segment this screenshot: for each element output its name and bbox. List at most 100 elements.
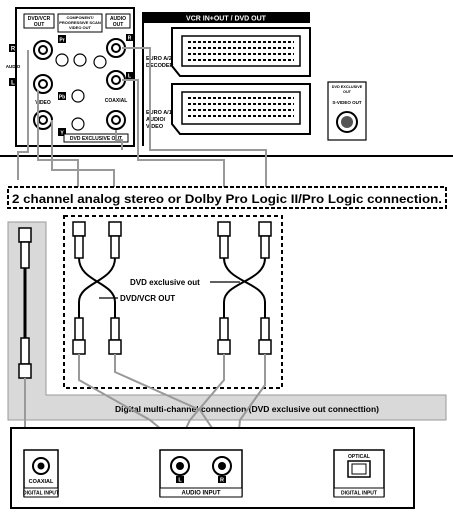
jack-center bbox=[218, 462, 226, 470]
coax-plug-bottom bbox=[18, 363, 32, 379]
rca-boot bbox=[219, 317, 229, 341]
audio-input-tag bbox=[159, 487, 243, 498]
audio-out-l-tag-text: L bbox=[128, 74, 131, 80]
pb-tag-text: Pb bbox=[59, 95, 65, 101]
rca-boot bbox=[219, 235, 229, 259]
cable-path bbox=[115, 130, 123, 150]
svideo-pins bbox=[341, 116, 353, 128]
optical-shutter bbox=[351, 463, 367, 475]
rca-boot bbox=[260, 235, 270, 259]
coaxial-cable bbox=[18, 227, 32, 379]
scart-header bbox=[143, 12, 310, 23]
analog-area bbox=[63, 215, 283, 389]
wire-segment bbox=[78, 302, 116, 318]
coax-plug-top bbox=[18, 227, 32, 243]
deck-coaxial-label: COAXIAL bbox=[105, 98, 128, 104]
deck-l-tag bbox=[9, 78, 17, 86]
receiver-r-tag-text: R bbox=[220, 478, 224, 484]
analog-banner-text: 2 channel analog stereo or Dolby Pro Log… bbox=[12, 192, 442, 206]
scart-header-text: VCR IN+OUT / DVD OUT bbox=[186, 16, 267, 23]
receiver-digital-input-label: DIGITAL INPUT bbox=[23, 491, 59, 497]
rca-plug bbox=[217, 221, 231, 237]
component-y-jack[interactable] bbox=[71, 117, 85, 131]
rca-plug bbox=[258, 339, 272, 355]
receiver-digital-input-2-label: DIGITAL INPUT bbox=[341, 491, 377, 497]
audio-out-l-tag bbox=[126, 72, 133, 79]
callout-dvd-vcr-out: DVD/VCR OUT bbox=[120, 294, 175, 303]
receiver-audio-input-label: AUDIO INPUT bbox=[182, 491, 221, 497]
audio-out-label-box bbox=[105, 13, 131, 29]
rca-plug bbox=[72, 221, 86, 237]
deck-l-tag-text: L bbox=[11, 81, 15, 87]
digital-input-tag-2 bbox=[333, 487, 385, 498]
cable-path bbox=[114, 354, 221, 441]
y-tag-text: Y bbox=[60, 131, 64, 137]
stereo-cable-right bbox=[217, 221, 272, 355]
jack-center bbox=[38, 45, 48, 55]
audio-out-r-tag bbox=[126, 34, 133, 41]
deck-audio-side-label: AUDIO bbox=[6, 64, 21, 69]
pb-tag bbox=[58, 92, 66, 100]
rca-plug bbox=[108, 221, 122, 237]
rca-plug bbox=[72, 339, 86, 355]
cable-path bbox=[122, 79, 225, 188]
crossed-wires bbox=[78, 257, 116, 303]
deck-r-tag-text: R bbox=[11, 47, 16, 53]
receiver-coaxial-label: COAXIAL bbox=[29, 479, 54, 485]
scart-a1-pin-rows bbox=[188, 97, 294, 117]
cable-path bbox=[51, 120, 115, 188]
dvd-vcr-out-label-box bbox=[23, 13, 55, 29]
digital-input-tag bbox=[23, 487, 59, 498]
receiver-optical-label: OPTICAL bbox=[348, 454, 370, 460]
jack-center bbox=[38, 115, 48, 125]
dvd-exclusive-label: DVD EXCLUSIVE OUT bbox=[70, 136, 122, 142]
rca-boot bbox=[74, 235, 84, 259]
audio-out-r-tag-text: R bbox=[128, 36, 132, 42]
rca-plug bbox=[217, 339, 231, 355]
rca-boot bbox=[74, 317, 84, 341]
jack-center bbox=[111, 115, 121, 125]
component-pb-jack[interactable] bbox=[71, 89, 85, 103]
deck-video-label: VIDEO bbox=[35, 100, 51, 106]
stereo-cable-left bbox=[72, 221, 122, 355]
cable-path bbox=[17, 50, 29, 180]
cable-path bbox=[37, 90, 79, 188]
receiver-l-tag-text: L bbox=[178, 478, 182, 484]
callout-dvd-exclusive-out: DVD exclusive out bbox=[130, 278, 200, 287]
receiver-r-tag bbox=[218, 476, 226, 483]
pr-tag bbox=[58, 35, 66, 43]
component-pr-jack[interactable] bbox=[55, 53, 69, 67]
deck-cables bbox=[17, 47, 267, 188]
svideo-label: S-VIDEO OUT bbox=[332, 100, 362, 105]
jack-center bbox=[37, 462, 45, 470]
cable-path bbox=[122, 47, 267, 188]
receiver-l-tag bbox=[176, 476, 184, 483]
analog-banner bbox=[7, 186, 447, 209]
coax-boot-top bbox=[20, 241, 30, 269]
dvd-exclusive-label-box bbox=[63, 133, 129, 143]
rca-boot bbox=[110, 317, 120, 341]
jack-center bbox=[176, 462, 184, 470]
jack-center bbox=[38, 79, 48, 89]
rca-plug bbox=[108, 339, 122, 355]
crossed-wires bbox=[223, 257, 266, 303]
component-aux-jack[interactable] bbox=[73, 53, 87, 67]
audio-out-aux-jack[interactable] bbox=[93, 55, 107, 69]
jack-center bbox=[111, 75, 121, 85]
deck-r-tag bbox=[9, 44, 17, 52]
receiver-panel: COAXIAL DIGITAL INPUT L R AUDIO INPUT OP… bbox=[10, 427, 415, 509]
component-out-label-box bbox=[57, 13, 103, 33]
jack-center bbox=[111, 43, 121, 53]
rca-boot bbox=[110, 235, 120, 259]
coax-boot-bottom bbox=[20, 337, 30, 365]
scart-a2-pins bbox=[181, 35, 301, 67]
pr-tag-text: Pr bbox=[59, 38, 64, 44]
rca-boot bbox=[260, 317, 270, 341]
